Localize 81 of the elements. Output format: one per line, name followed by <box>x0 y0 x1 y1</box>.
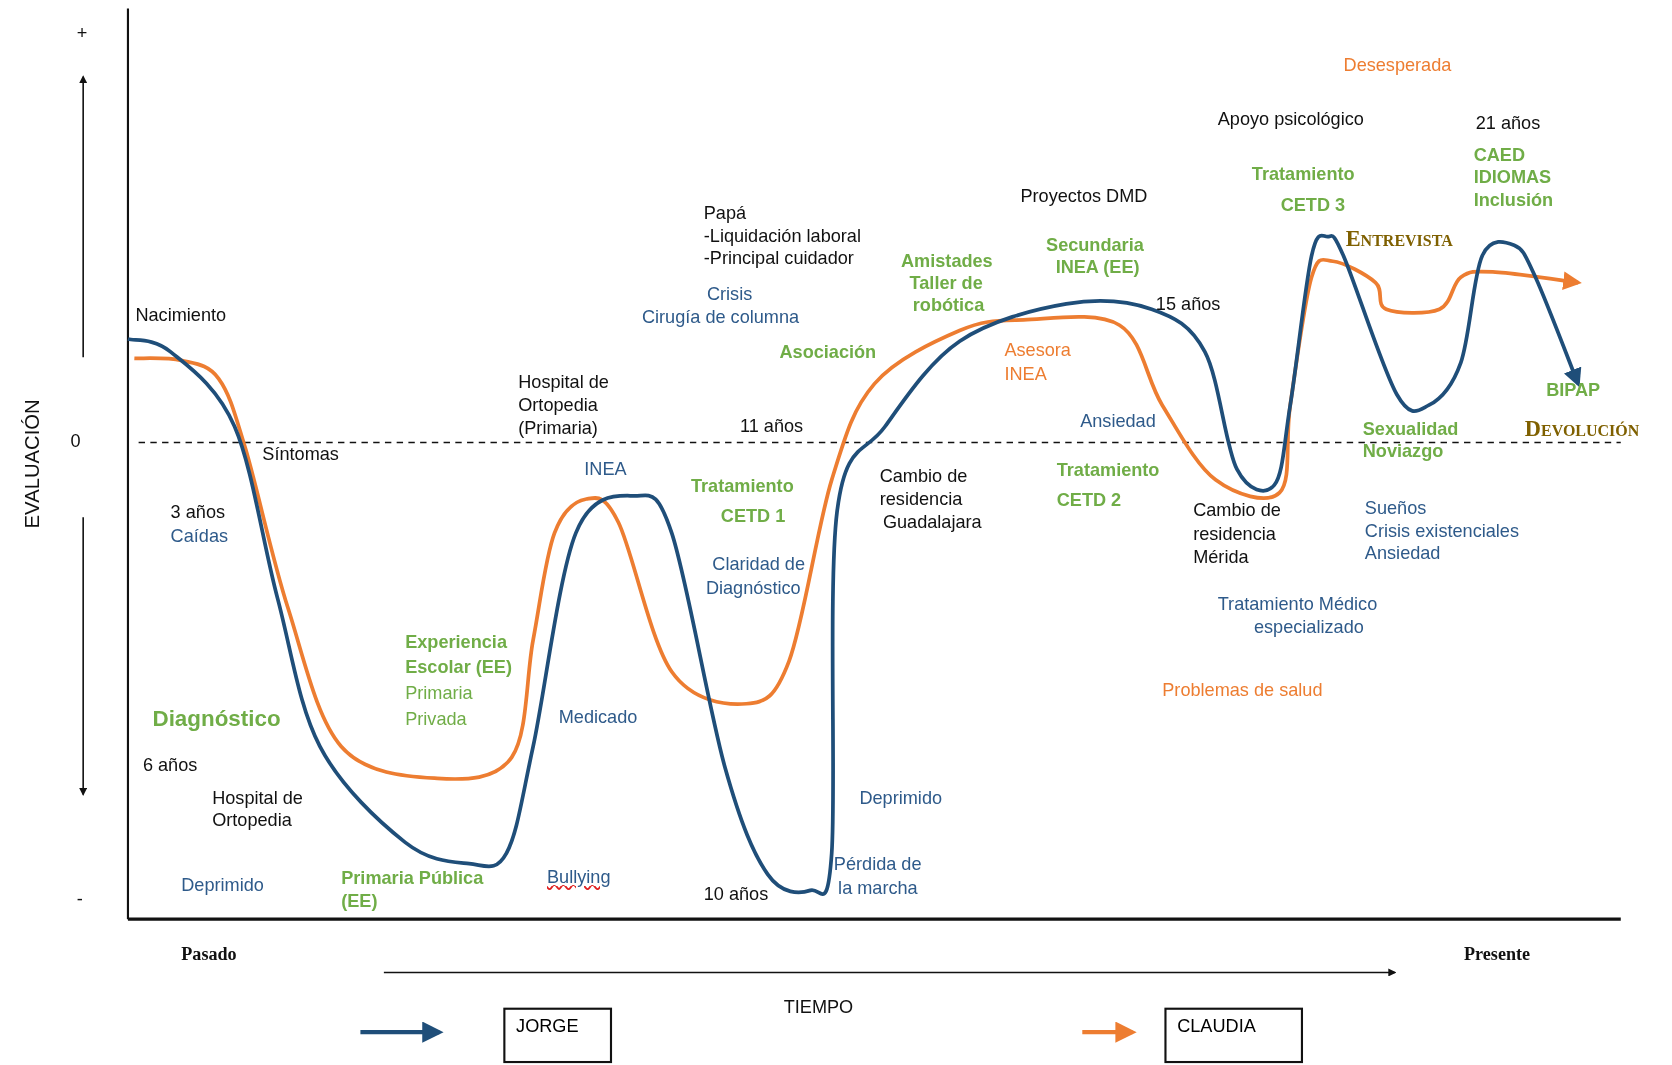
annotation-label: 10 años <box>703 883 769 906</box>
annotation-label: Bullying <box>547 866 611 889</box>
annotation-label: Papá <box>703 202 747 224</box>
annotation-label: -Principal cuidador <box>703 248 854 270</box>
annotation-label: Tratamiento Médico <box>1217 593 1378 616</box>
annotation-label: Ortopedia <box>212 810 292 832</box>
annotation-label: Ansiedad <box>1080 410 1156 432</box>
annotation-label: Guadalajara <box>882 511 982 534</box>
annotation-label: Mérida <box>1193 547 1249 569</box>
annotation-label: IDIOMAS <box>1473 167 1552 189</box>
annotation-label: Apoyo psicológico <box>1217 108 1364 131</box>
annotation-label: 15 años <box>1155 294 1221 316</box>
annotation-label: Tratamiento <box>690 475 794 497</box>
annotation-label: CETD 3 <box>1280 195 1346 217</box>
annotation-label: Proyectos DMD <box>1020 185 1148 207</box>
annotation-label: Devolución <box>1524 418 1640 440</box>
annotation-label: Ortopedia <box>518 394 598 416</box>
annotation-label: INEA <box>1004 363 1047 385</box>
annotation-label: Problemas de salud <box>1162 680 1323 702</box>
annotation-label: residencia <box>879 489 963 511</box>
annotation-label: Caídas <box>170 525 229 547</box>
annotation-label: Hospital de <box>518 372 609 394</box>
annotation-label: Desesperada <box>1343 55 1452 77</box>
annotation-label: Diagnóstico <box>152 708 281 730</box>
annotation-label: Experiencia <box>405 632 507 654</box>
annotation-label: Secundaria <box>1046 234 1144 256</box>
annotation-label: Sexualidad <box>1362 419 1459 441</box>
annotation-label: Noviazgo <box>1362 441 1444 463</box>
legend-label: JORGE <box>503 1007 613 1064</box>
annotation-label: Cambio de <box>879 465 968 488</box>
annotation-label: Cirugía de columna <box>641 307 800 329</box>
annotation-label: residencia <box>1193 523 1276 545</box>
legend-label: CLAUDIA <box>1164 1007 1303 1064</box>
annotation-label: CETD 1 <box>720 506 786 528</box>
axis-title: EVALUACIÓN <box>21 399 44 529</box>
annotation-label: Hospital de <box>212 788 303 810</box>
annotation-label: Claridad de <box>712 554 805 576</box>
annotation-label: Tratamiento <box>1056 459 1160 481</box>
annotation-label: Crisis existenciales <box>1364 521 1519 543</box>
annotation-label: Sueños <box>1364 497 1427 520</box>
axis-tick-label: - <box>76 889 83 911</box>
axis-end-label: Presente <box>1464 943 1531 965</box>
annotation-label: Síntomas <box>262 443 339 465</box>
annotation-label: 21 años <box>1475 113 1541 135</box>
annotation-label: Medicado <box>558 706 638 729</box>
annotation-label: -Liquidación laboral <box>703 226 861 248</box>
annotation-label: Primaria Pública <box>341 867 484 890</box>
annotation-label: INEA <box>584 458 627 480</box>
annotation-label: Tratamiento <box>1251 164 1355 186</box>
annotation-label: Deprimido <box>181 875 264 897</box>
axis-title: TIEMPO <box>783 997 854 1019</box>
annotation-label: 6 años <box>142 754 198 777</box>
annotation-label: BIPAP <box>1546 379 1601 401</box>
axis-tick-label: + <box>76 23 88 45</box>
annotation-label: especializado <box>1253 617 1364 639</box>
annotation-label: Ansiedad <box>1364 542 1441 565</box>
annotation-label: Cambio de <box>1193 500 1281 522</box>
annotation-label: Asociación <box>779 342 877 364</box>
annotation-label: la marcha <box>838 877 918 899</box>
annotation-label: Taller de <box>909 272 983 295</box>
axis-tick-label: 0 <box>70 430 81 453</box>
annotation-label: Deprimido <box>859 788 943 810</box>
annotation-label: Privada <box>405 709 467 731</box>
annotation-label: Nacimiento <box>135 304 227 327</box>
annotation-label: INEA (EE) <box>1055 257 1140 279</box>
annotation-label: 3 años <box>170 502 226 524</box>
annotation-label: (Primaria) <box>518 418 598 440</box>
annotation-label: Entrevista <box>1345 228 1453 250</box>
annotation-label: Primaria <box>405 683 473 705</box>
annotation-label: CETD 2 <box>1056 490 1122 512</box>
annotation-label: Amistades <box>901 250 993 272</box>
annotation-label: Inclusión <box>1473 189 1554 212</box>
axis-end-label: Pasado <box>181 943 237 965</box>
annotation-label: (EE) <box>341 891 378 913</box>
annotation-label: CAED <box>1473 145 1525 167</box>
annotation-label: Crisis <box>706 283 753 305</box>
annotation-label: 11 años <box>740 415 804 438</box>
annotation-label: Escolar (EE) <box>405 656 512 679</box>
annotation-label: Asesora <box>1004 340 1071 362</box>
annotation-label: robótica <box>912 295 985 317</box>
annotation-label: Pérdida de <box>833 854 922 876</box>
